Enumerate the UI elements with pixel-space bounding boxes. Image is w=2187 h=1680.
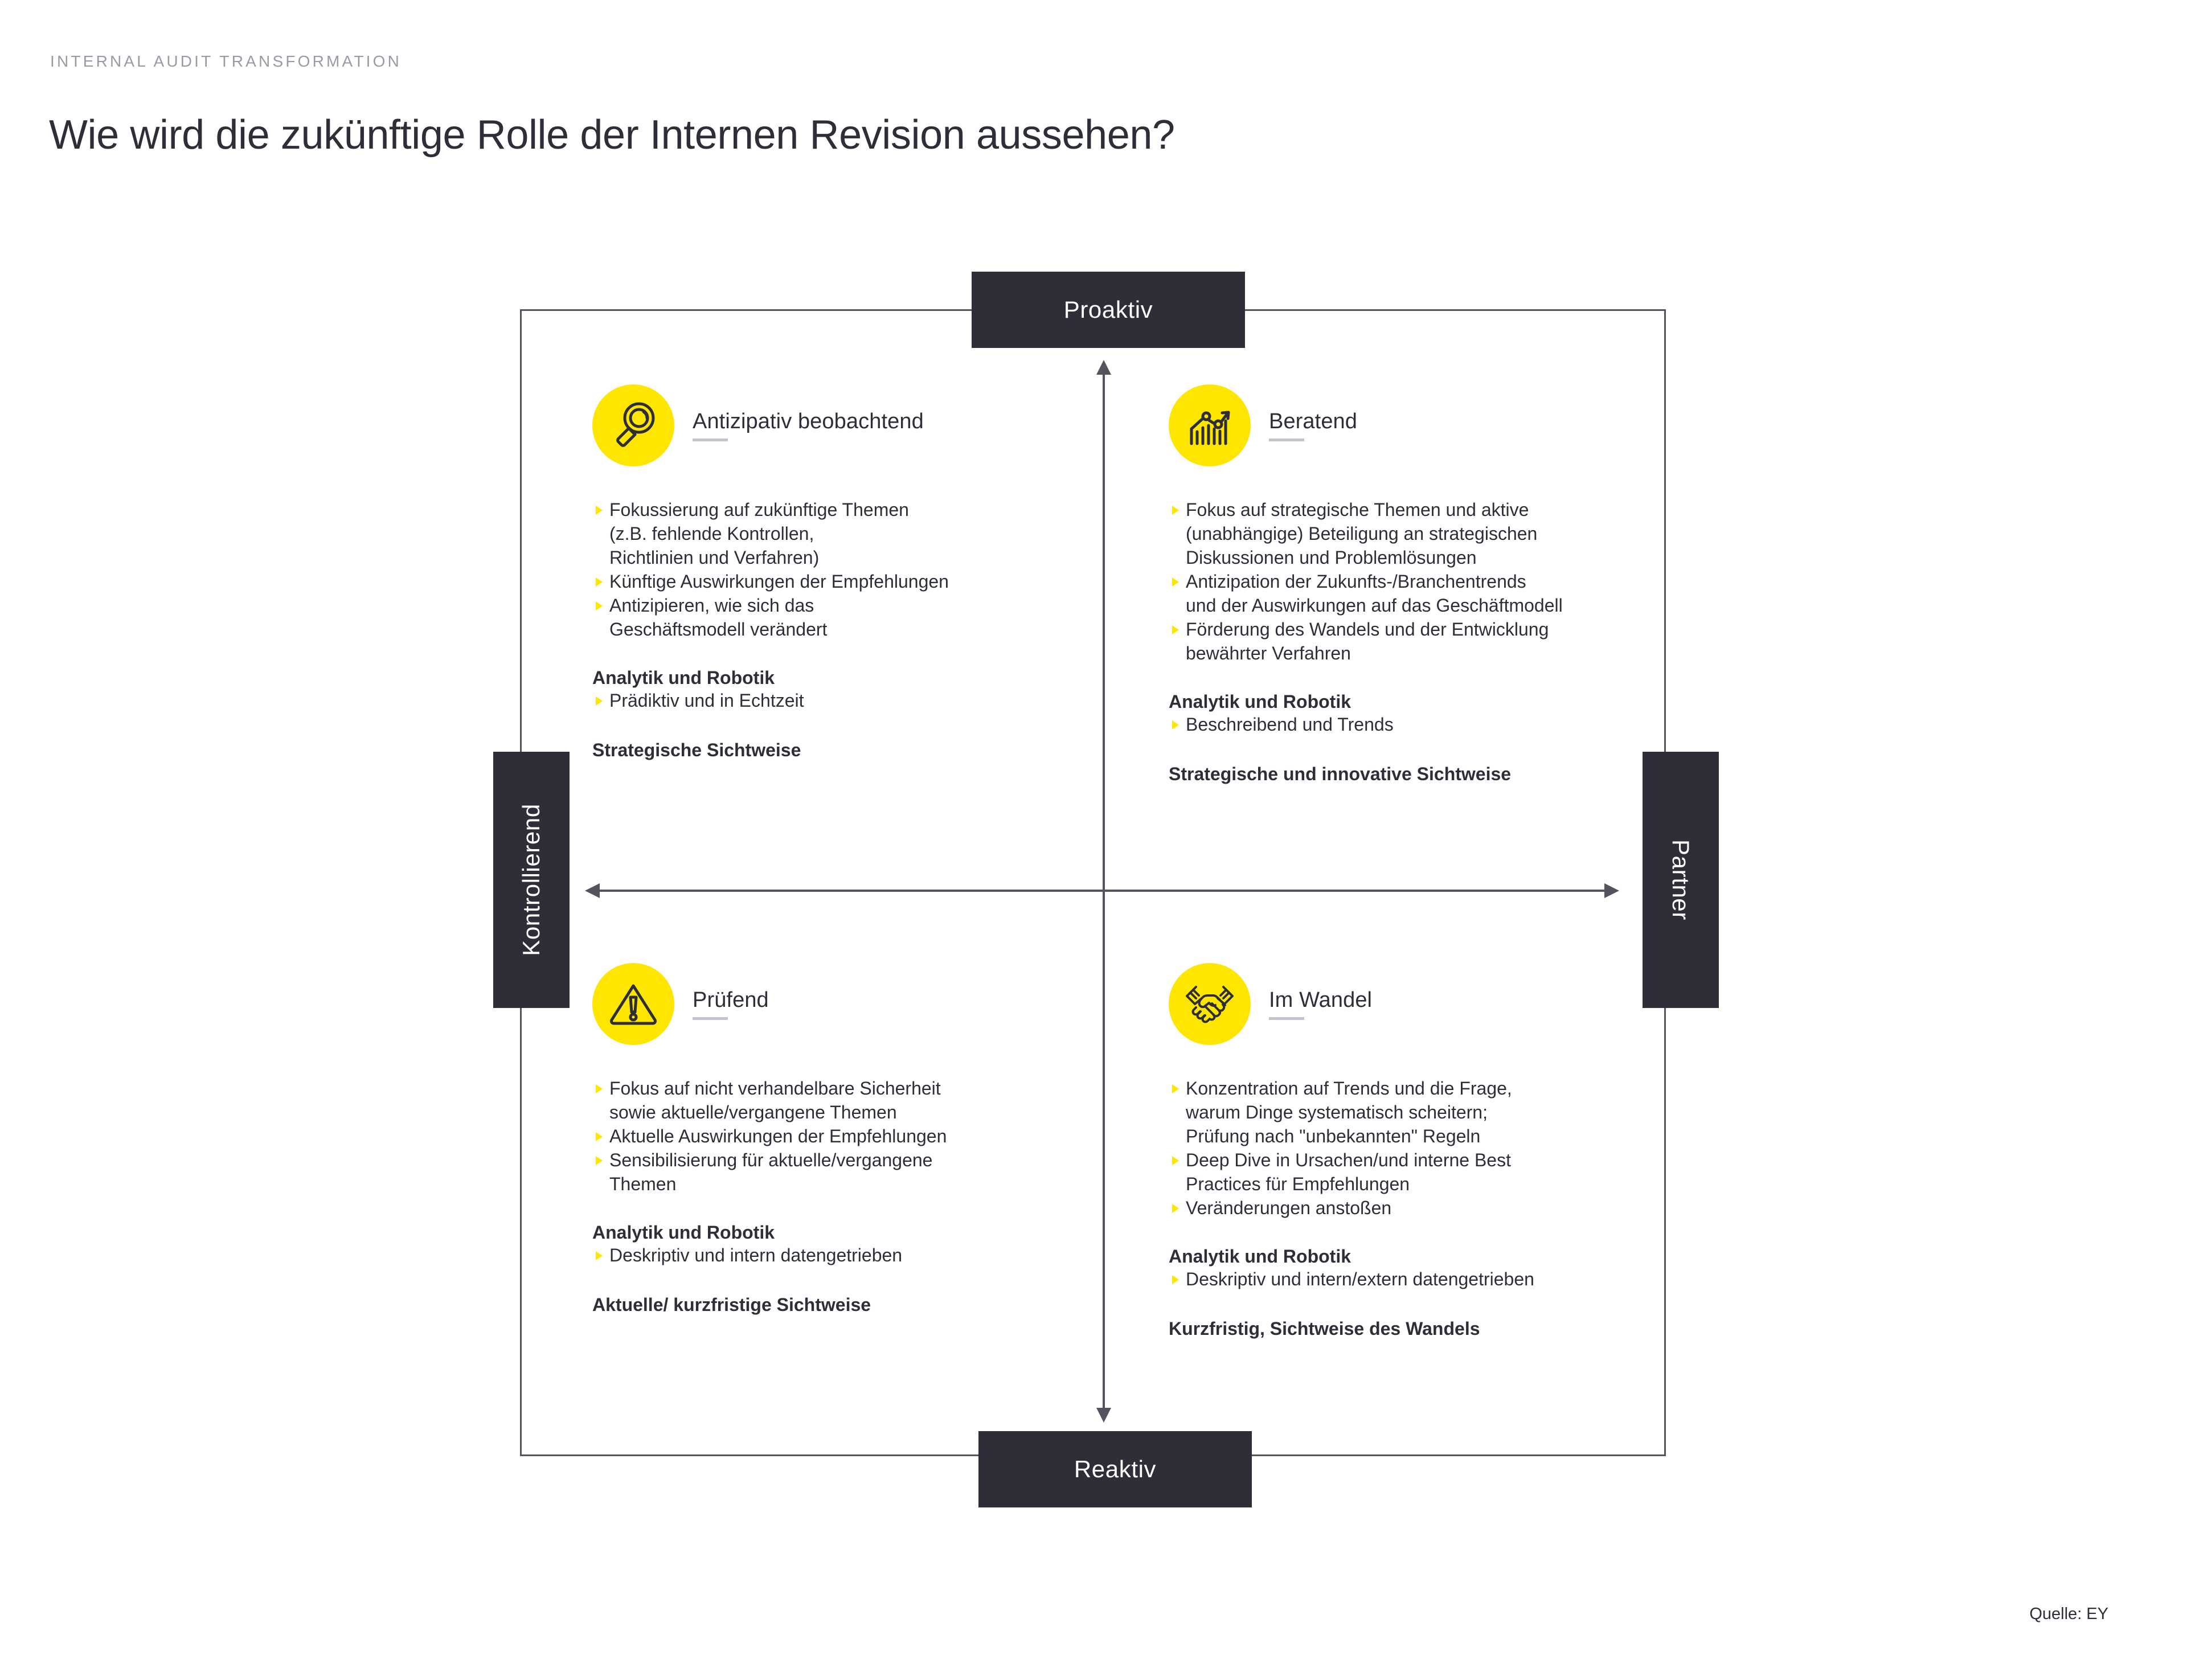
bullet-list: Konzentration auf Trends und die Frage, … [1169, 1076, 1681, 1220]
axis-label-bottom-text: Reaktiv [1074, 1456, 1157, 1482]
section-bullet-list: Prädiktiv und in Echtzeit [592, 689, 1105, 712]
quadrant-footer: Strategische und innovative Sichtweise [1169, 764, 1512, 784]
title-underline [1269, 1017, 1304, 1020]
list-item: Fokus auf strategische Themen und aktive… [1169, 498, 1681, 569]
arrow-left-icon [585, 883, 600, 898]
section-heading: Analytik und Robotik [1169, 1246, 1351, 1267]
axis-label-kontrollierend: Kontrollierend [493, 752, 570, 1008]
warning-triangle-icon [592, 963, 674, 1045]
quadrant-beratend: Beratend Fokus auf strategische Themen u… [1169, 383, 1681, 785]
bullet-list: Fokus auf strategische Themen und aktive… [1169, 498, 1681, 665]
axis-label-partner: Partner [1643, 752, 1719, 1008]
list-item: Förderung des Wandels und der Entwicklun… [1169, 617, 1681, 665]
quadrant-header: Im Wandel [1169, 961, 1681, 1047]
bullet-list: Fokussierung auf zukünftige Themen (z.B.… [592, 498, 1105, 641]
arrow-down-icon [1096, 1408, 1111, 1423]
quadrant-footer: Aktuelle/ kurzfristige Sichtweise [592, 1294, 871, 1315]
list-item: Künftige Auswirkungen der Empfehlungen [592, 569, 1105, 593]
quadrant-body: Fokussierung auf zukünftige Themen (z.B.… [592, 498, 1105, 761]
list-item: Antizipieren, wie sich das Geschäftsmode… [592, 593, 1105, 641]
axis-label-right-text: Partner [1668, 839, 1694, 920]
title-underline [693, 439, 728, 441]
list-item: Konzentration auf Trends und die Frage, … [1169, 1076, 1681, 1148]
quadrant-footer: Strategische Sichtweise [592, 740, 801, 760]
quadrant-body: Fokus auf nicht verhandelbare Sicherheit… [592, 1076, 1105, 1316]
quadrant-title-wrap: Antizipativ beobachtend [693, 409, 924, 441]
list-item: Fokussierung auf zukünftige Themen (z.B.… [592, 498, 1105, 569]
list-item: Prädiktiv und in Echtzeit [592, 689, 1105, 712]
list-item: Veränderungen anstoßen [1169, 1196, 1681, 1220]
axis-label-proaktiv: Proaktiv [972, 272, 1245, 348]
quadrant-body: Fokus auf strategische Themen und aktive… [1169, 498, 1681, 785]
list-item: Antizipation der Zukunfts-/Branchentrend… [1169, 569, 1681, 617]
arrow-up-icon [1096, 360, 1111, 375]
page-title: Wie wird die zukünftige Rolle der Intern… [49, 112, 1175, 158]
list-item: Fokus auf nicht verhandelbare Sicherheit… [592, 1076, 1105, 1124]
source-note: Quelle: EY [2029, 1605, 2108, 1623]
eyebrow-label: INTERNAL AUDIT TRANSFORMATION [50, 52, 402, 70]
section-bullet-list: Deskriptiv und intern datengetrieben [592, 1243, 1105, 1267]
quadrant-header: Antizipativ beobachtend [592, 383, 1105, 468]
quadrant-pruefend: Prüfend Fokus auf nicht verhandelbare Si… [592, 961, 1105, 1316]
quadrant-header: Beratend [1169, 383, 1681, 468]
arrow-right-icon [1604, 883, 1619, 898]
quadrant-title-wrap: Im Wandel [1269, 988, 1372, 1020]
title-underline [693, 1017, 728, 1020]
list-item: Sensibilisierung für aktuelle/vergangene… [592, 1148, 1105, 1196]
quadrant-title-wrap: Prüfend [693, 988, 769, 1020]
quadrant-antizipativ-beobachtend: Antizipativ beobachtend Fokussierung auf… [592, 383, 1105, 761]
quadrant-title: Antizipativ beobachtend [693, 409, 924, 433]
list-item: Deep Dive in Ursachen/und interne Best P… [1169, 1148, 1681, 1196]
axis-label-reaktiv: Reaktiv [978, 1431, 1252, 1507]
quadrant-footer: Kurzfristig, Sichtweise des Wandels [1169, 1318, 1480, 1339]
list-item: Deskriptiv und intern datengetrieben [592, 1243, 1105, 1267]
section-heading: Analytik und Robotik [1169, 691, 1351, 712]
quadrant-title-wrap: Beratend [1269, 409, 1357, 441]
title-underline [1269, 439, 1304, 441]
section-heading: Analytik und Robotik [592, 667, 775, 688]
list-item: Aktuelle Auswirkungen der Empfehlungen [592, 1124, 1105, 1148]
quadrant-title: Im Wandel [1269, 988, 1373, 1012]
quadrant-body: Konzentration auf Trends und die Frage, … [1169, 1076, 1681, 1339]
section-bullet-list: Deskriptiv und intern/extern datengetrie… [1169, 1267, 1681, 1291]
quadrant-header: Prüfend [592, 961, 1105, 1047]
axis-label-top-text: Proaktiv [1063, 296, 1153, 323]
list-item: Beschreibend und Trends [1169, 712, 1681, 736]
axis-horizontal-line [592, 890, 1612, 892]
growth-chart-icon [1169, 384, 1251, 466]
handshake-icon [1169, 963, 1251, 1045]
section-bullet-list: Beschreibend und Trends [1169, 712, 1681, 736]
quadrant-im-wandel: Im Wandel Konzentration auf Trends und d… [1169, 961, 1681, 1339]
bullet-list: Fokus auf nicht verhandelbare Sicherheit… [592, 1076, 1105, 1196]
section-heading: Analytik und Robotik [592, 1222, 775, 1243]
list-item: Deskriptiv und intern/extern datengetrie… [1169, 1267, 1681, 1291]
quadrant-title: Beratend [1269, 409, 1358, 433]
magnifier-icon [592, 384, 674, 466]
axis-label-left-text: Kontrollierend [518, 804, 544, 956]
quadrant-title: Prüfend [693, 988, 769, 1012]
